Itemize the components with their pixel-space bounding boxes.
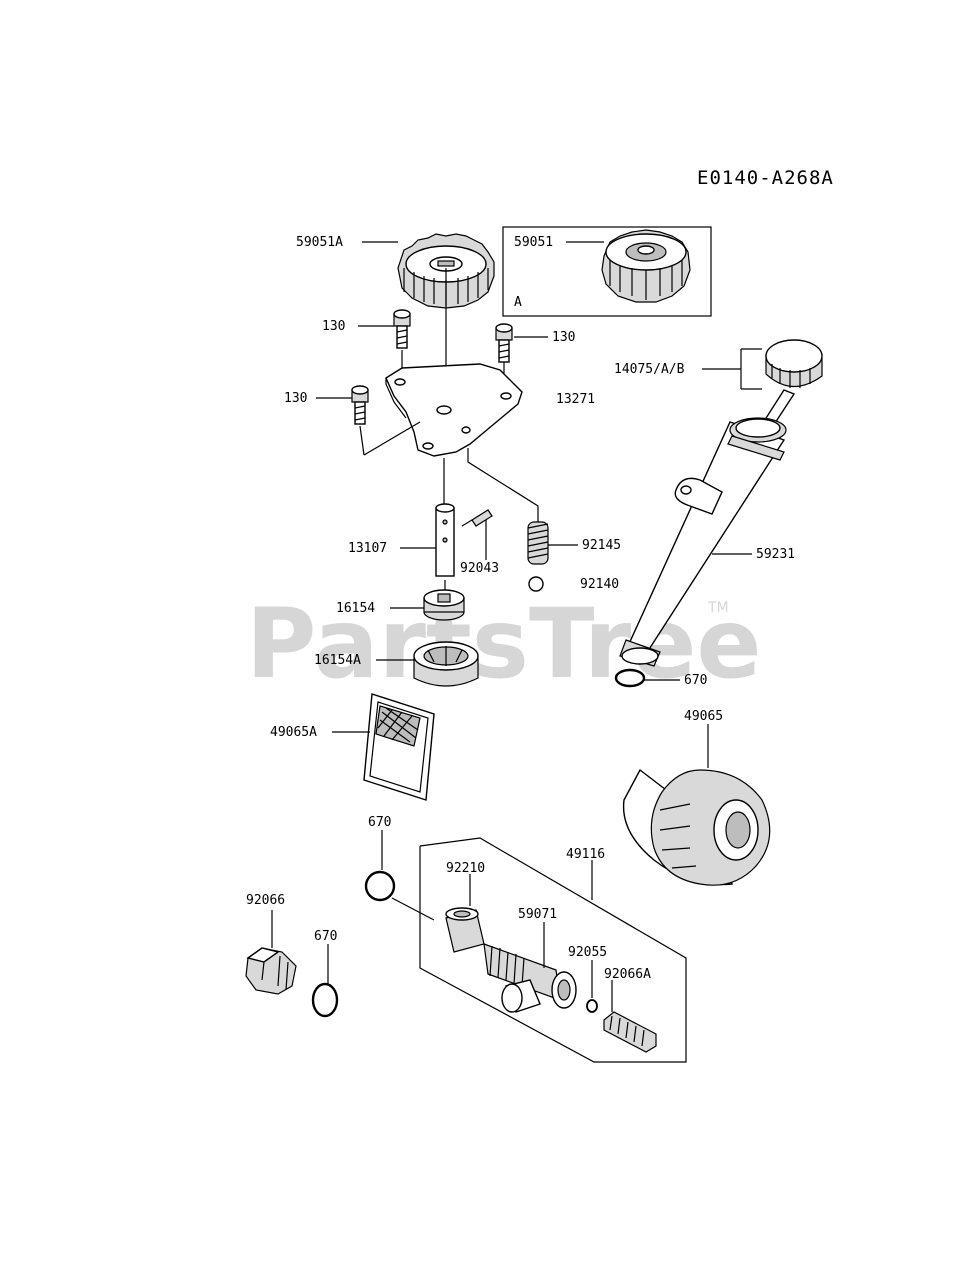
oil-screen-49065a[interactable]: [363, 693, 435, 801]
shaft-13107[interactable]: [435, 503, 455, 577]
inset-label: A: [514, 295, 522, 310]
pump-cover-13271[interactable]: [385, 363, 523, 457]
inset-box-a: [502, 226, 712, 317]
callout-92140: 92140: [580, 577, 619, 592]
callout-49065: 49065: [684, 709, 723, 724]
gear-59051[interactable]: [601, 229, 691, 303]
oil-tube-59231[interactable]: [619, 417, 787, 667]
oring-92055[interactable]: [586, 999, 598, 1013]
oil-filter-49065[interactable]: [622, 768, 771, 886]
callout-130-right: 130: [552, 330, 575, 345]
bolt-130-left-top[interactable]: [393, 309, 411, 349]
callout-13271: 13271: [556, 392, 595, 407]
callout-49065a: 49065A: [270, 725, 317, 740]
callout-92055: 92055: [568, 945, 607, 960]
ball-92140[interactable]: [528, 576, 544, 592]
callout-92066a: 92066A: [604, 967, 651, 982]
oring-670-tube[interactable]: [614, 668, 646, 688]
callout-14075: 14075/A/B: [614, 362, 685, 377]
callout-16154: 16154: [336, 601, 375, 616]
callout-670-plug: 670: [314, 929, 337, 944]
oring-670-mid[interactable]: [364, 870, 396, 902]
callout-59071: 59071: [518, 907, 557, 922]
oring-670-plug[interactable]: [311, 982, 339, 1018]
callout-13107: 13107: [348, 541, 387, 556]
diagram-code: E0140-A268A: [697, 167, 834, 189]
callout-130-left: 130: [284, 391, 307, 406]
spring-92145[interactable]: [527, 521, 549, 565]
callout-92210: 92210: [446, 861, 485, 876]
drain-plug-92066[interactable]: [245, 947, 297, 995]
callout-92043: 92043: [460, 561, 499, 576]
callout-49116: 49116: [566, 847, 605, 862]
fitting-kit-frame: [419, 837, 687, 1063]
nut-92210[interactable]: [445, 907, 485, 953]
callout-130-left-top: 130: [322, 319, 345, 334]
callout-59051: 59051: [514, 235, 553, 250]
bolt-130-right[interactable]: [495, 323, 513, 363]
callout-92145: 92145: [582, 538, 621, 553]
pin-92043[interactable]: [471, 509, 493, 527]
callout-16154a: 16154A: [314, 653, 361, 668]
relief-plug-92066a[interactable]: [603, 1011, 657, 1053]
rotor-16154a[interactable]: [413, 641, 479, 687]
rotor-16154[interactable]: [423, 589, 465, 621]
callout-670-tube: 670: [684, 673, 707, 688]
bolt-130-left[interactable]: [351, 385, 369, 425]
callout-92066: 92066: [246, 893, 285, 908]
callout-59051a: 59051A: [296, 235, 343, 250]
watermark-trademark: TM: [707, 600, 729, 616]
union-59071[interactable]: [483, 943, 577, 1013]
callout-59231: 59231: [756, 547, 795, 562]
callout-670-mid: 670: [368, 815, 391, 830]
